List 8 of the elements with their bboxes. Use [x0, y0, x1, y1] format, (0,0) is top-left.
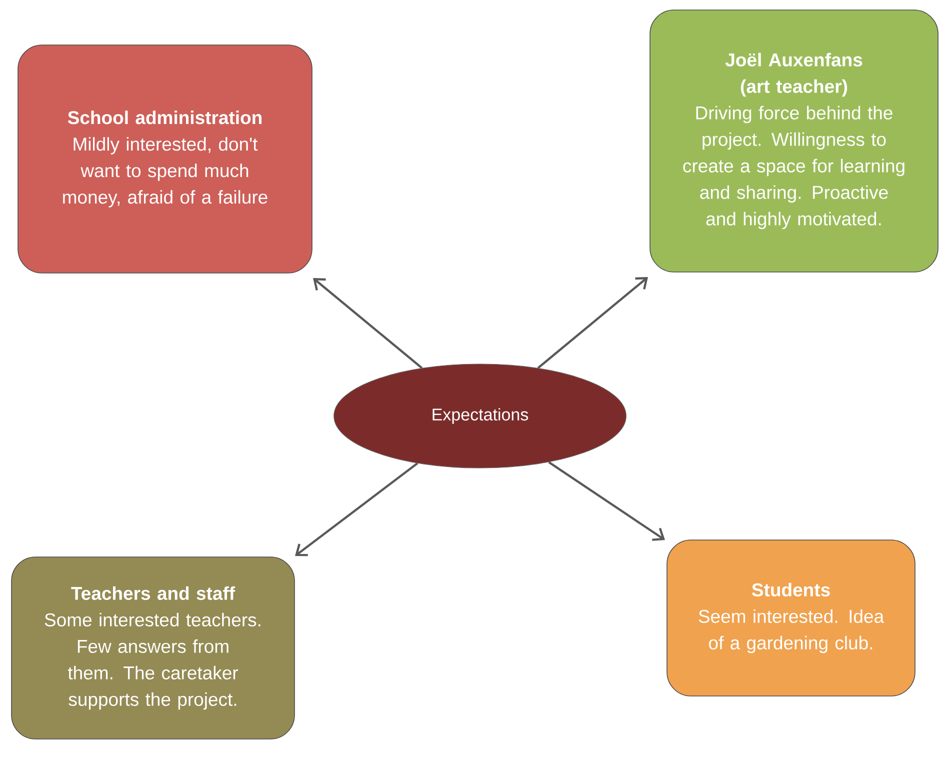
- stakeholder-box: Teachers and staff Some interested teachers. Few answers from them. The caretaker supports the project.: [11, 556, 295, 740]
- arrow: [295, 462, 418, 556]
- arrow: [313, 278, 423, 369]
- stakeholder-box: School administration Mildly interested, don't want to spend much money, afraid of a failure: [18, 44, 312, 274]
- stakeholder-box: Joël Auxenfans (art teacher) Driving force behind the project. Willingness to create a space for learning and sharing. Proactive and highly motivated.: [650, 10, 938, 272]
- stakeholder-box: Students Seem interested. Idea of a gardening club.: [666, 540, 916, 696]
- arrow: [548, 461, 665, 541]
- arrow: [537, 277, 648, 369]
